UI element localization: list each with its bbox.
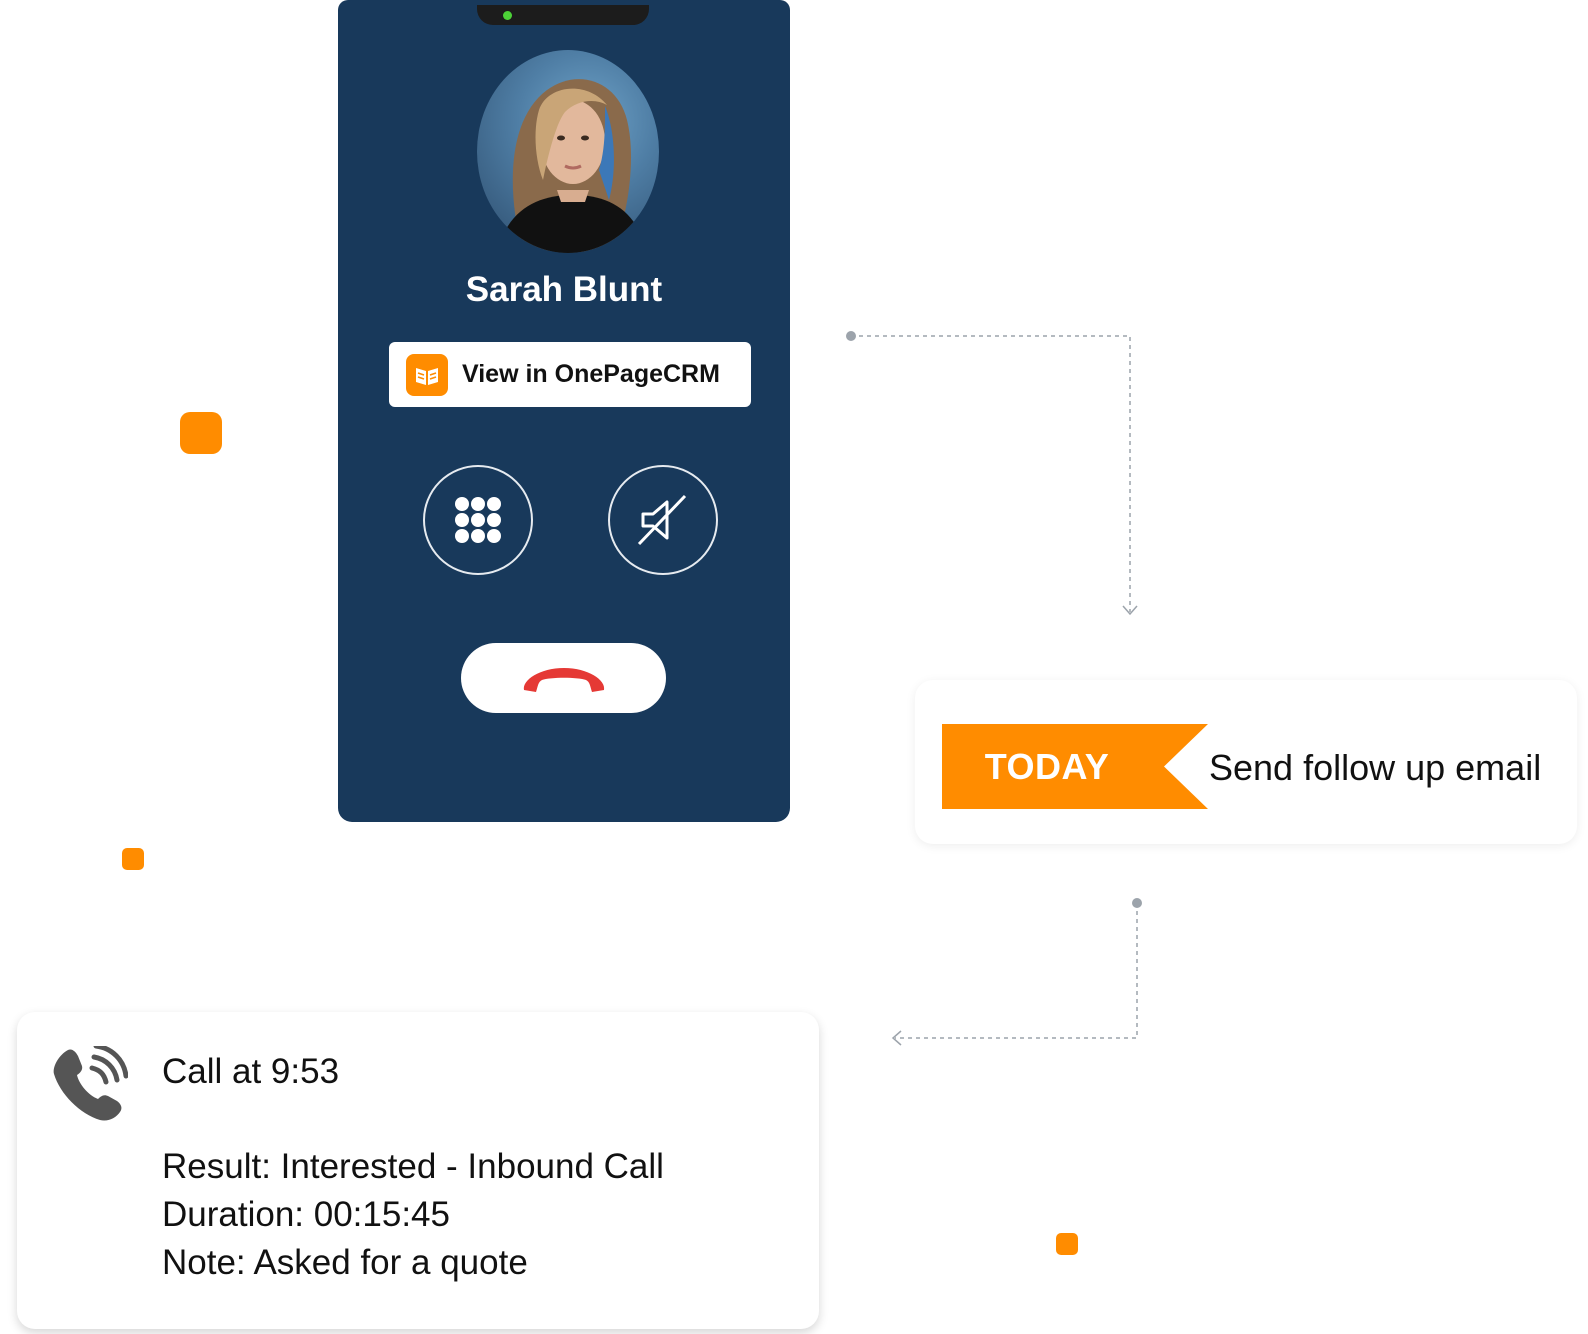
contact-name: Sarah Blunt [465,270,663,309]
decorative-square [1056,1233,1078,1255]
decorative-square [122,848,144,870]
call-title: Call at 9:53 [162,1052,340,1091]
mute-button[interactable] [608,465,718,575]
connector-task-to-call [895,903,1138,1039]
connector-phone-to-task [851,335,1131,612]
mute-icon [637,494,687,546]
keypad-button[interactable] [423,465,533,575]
call-duration: Duration: 00:15:45 [162,1195,450,1234]
call-log-card[interactable] [17,1012,819,1329]
arrow-left-icon [891,1030,902,1046]
hang-up-button[interactable] [461,643,666,713]
phone-ringing-icon [50,1043,129,1129]
hang-up-icon [523,668,604,692]
today-badge: TODAY [984,745,1110,787]
task-text: Send follow up email [1209,747,1542,788]
view-in-crm-button[interactable]: View in OnePageCRM [389,342,751,407]
keypad-icon [455,497,501,543]
decorative-square [180,412,222,454]
arrow-down-icon [1122,605,1138,616]
phone-notch [477,5,649,25]
camera-indicator [503,11,512,20]
view-in-crm-label: View in OnePageCRM [462,360,720,388]
onepagecrm-logo-icon [406,353,448,396]
call-result: Result: Interested - Inbound Call [162,1147,664,1186]
avatar [477,50,659,253]
today-ribbon [942,724,1208,809]
call-note: Note: Asked for a quote [162,1243,528,1282]
